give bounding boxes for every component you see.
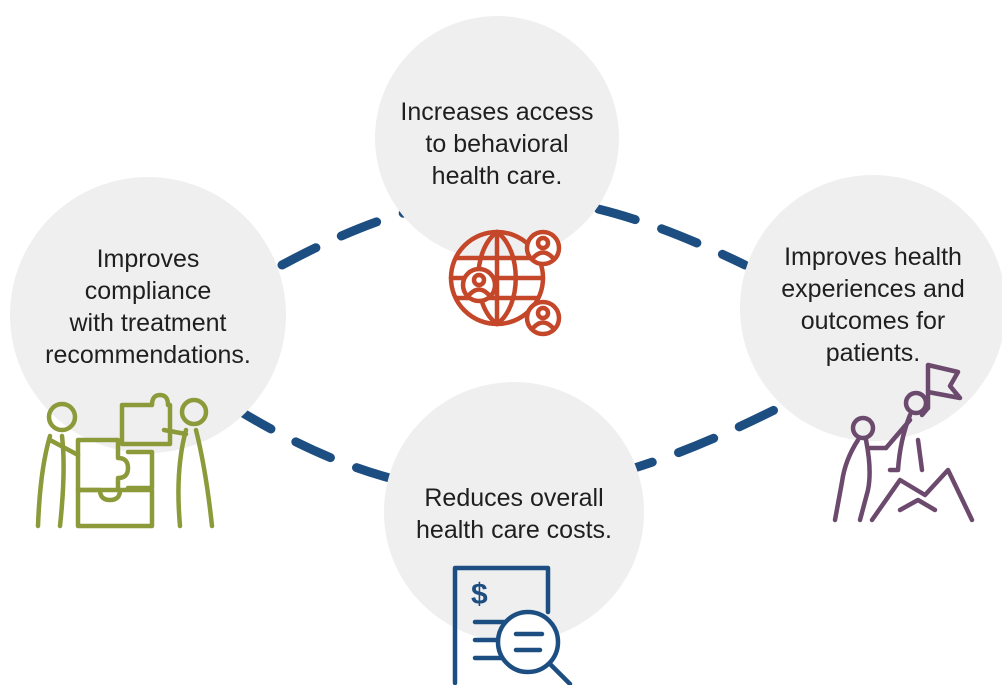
dollar-document-search-icon: $ [452,565,573,687]
bubble-compliance [10,177,286,453]
benefit-outcomes-text: Improves health experiences and outcomes… [781,243,965,367]
summit-helping-hand-icon [832,362,975,523]
bubble-costs [384,382,644,642]
globe-people-icon [448,229,562,337]
bubble-outcomes [740,175,1002,441]
bubble-access [375,16,619,260]
benefit-costs-text: Reduces overall health care costs. [416,484,612,544]
benefit-access-text: Increases access to behavioral health ca… [400,98,594,190]
benefit-compliance-text: Improves compliance with treatment recom… [45,245,251,369]
svg-text:$: $ [471,578,488,611]
puzzle-teamwork-icon [35,392,215,529]
